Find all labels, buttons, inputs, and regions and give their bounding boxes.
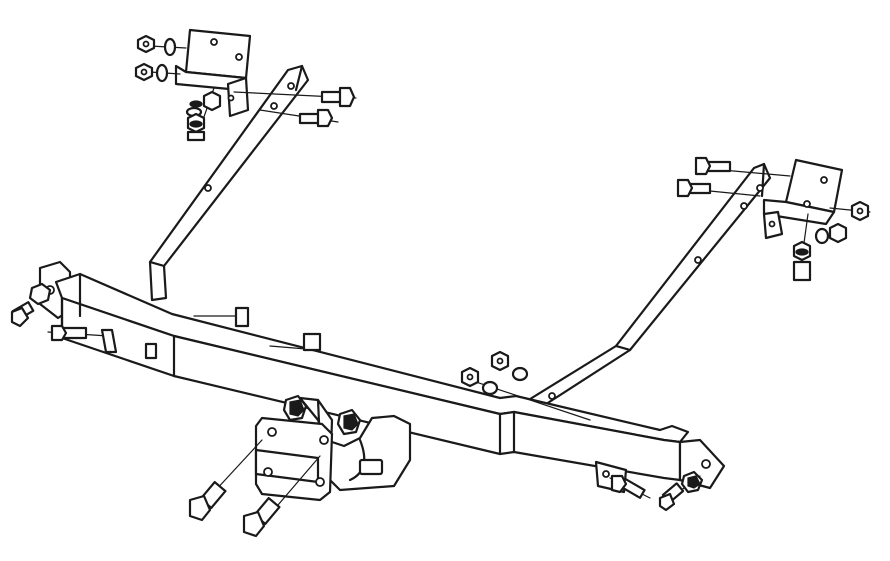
left-bracket-fasteners <box>134 34 357 142</box>
washer <box>481 380 499 396</box>
left-mounting-bracket <box>174 28 252 118</box>
tow-ball-plate <box>188 416 334 538</box>
left-side-arm <box>148 64 310 302</box>
washer <box>163 37 177 57</box>
washer <box>155 63 169 83</box>
nut <box>828 222 848 244</box>
center-fasteners <box>460 350 591 421</box>
right-side-arm <box>520 162 772 410</box>
washer <box>814 227 830 245</box>
right-end-fasteners <box>609 470 704 512</box>
nut <box>202 90 222 112</box>
bolt <box>234 306 250 328</box>
right-bracket-fasteners <box>676 156 871 282</box>
washer <box>100 328 118 354</box>
bolt <box>302 332 322 352</box>
washer <box>511 366 529 382</box>
left-end-fasteners <box>10 282 322 360</box>
right-mounting-bracket <box>762 158 844 240</box>
nut <box>144 342 158 360</box>
nut <box>28 282 52 306</box>
